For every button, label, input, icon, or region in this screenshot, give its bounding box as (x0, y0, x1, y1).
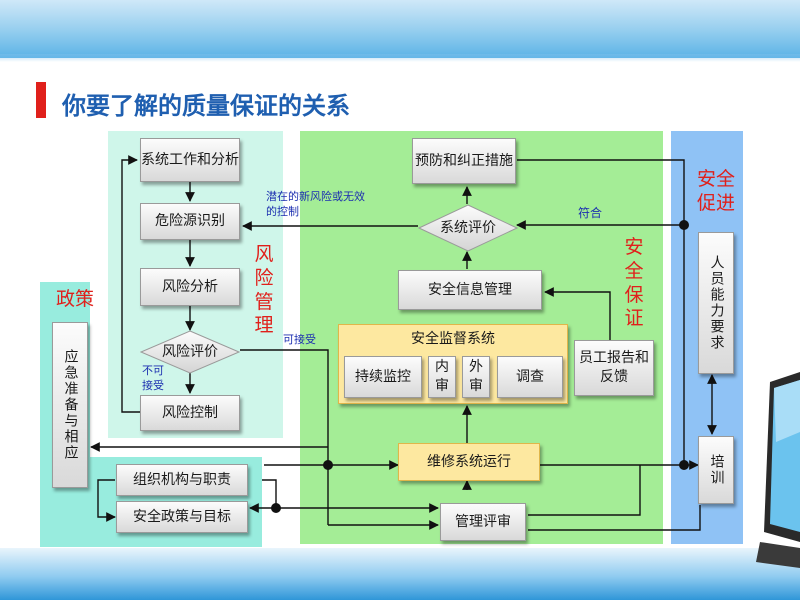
not-acceptable-annotation: 不可接受 (142, 364, 164, 392)
management-review-box: 管理评审 (440, 503, 526, 541)
title-marker (36, 82, 46, 118)
page-title: 你要了解的质量保证的关系 (62, 92, 350, 120)
hazard-identification-box: 危险源识别 (140, 203, 240, 240)
employee-report-box: 员工报告和反馈 (574, 340, 654, 396)
risk-control-box: 风险控制 (140, 395, 240, 431)
internal-audit-box: 内审 (428, 356, 456, 398)
risk-evaluation-label: 风险评价 (162, 343, 218, 360)
header-band (0, 0, 800, 62)
conform-annotation: 符合 (578, 206, 603, 220)
system-evaluation-label: 系统评价 (440, 219, 496, 236)
risk-management-label: 风险管理 (254, 243, 274, 337)
personnel-competency-box: 人员能力要求 (698, 232, 734, 374)
maintenance-operations-box: 维修系统运行 (398, 443, 540, 481)
risk-evaluation-diamond (140, 330, 240, 374)
safety-oversight-title: 安全监督系统 (411, 331, 495, 347)
system-evaluation-diamond (418, 204, 518, 252)
risk-analysis-box: 风险分析 (140, 268, 240, 306)
system-analysis-box: 系统工作和分析 (140, 138, 240, 182)
organization-roles-box: 组织机构与职责 (116, 464, 248, 496)
safety-promotion-label: 安全促进 (696, 168, 735, 214)
potential-risk-annotation: 潜在的新风险或无效的控制 (266, 190, 365, 218)
acceptable-annotation: 可接受 (283, 333, 316, 346)
footer-band (0, 548, 800, 600)
safety-assurance-label: 安全保证 (624, 236, 644, 330)
prevention-correction-box: 预防和纠正措施 (412, 138, 516, 184)
emergency-preparedness-box: 应急准备与相应 (52, 322, 88, 488)
continuous-monitoring-box: 持续监控 (344, 356, 422, 398)
policy-label: 政策 (56, 288, 95, 310)
monitor-decoration (756, 372, 800, 568)
investigation-box: 调查 (497, 356, 563, 398)
safety-info-management-box: 安全信息管理 (398, 270, 542, 310)
safety-policy-goals-box: 安全政策与目标 (116, 501, 248, 533)
training-box: 培训 (698, 436, 734, 504)
external-audit-box: 外审 (462, 356, 490, 398)
